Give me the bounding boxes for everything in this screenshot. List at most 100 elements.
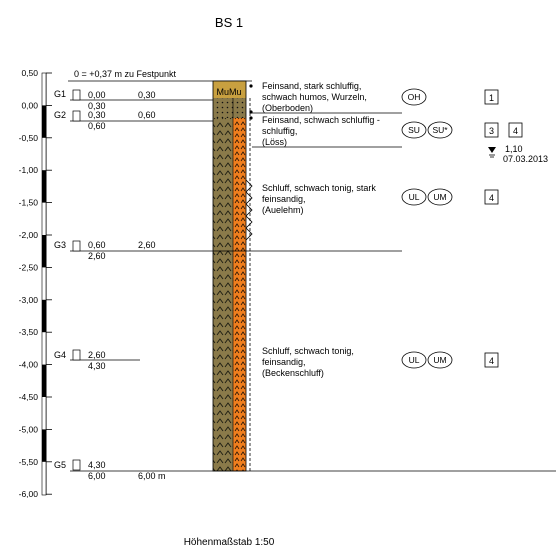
sample-bottom: 0,30 [88, 101, 106, 111]
oberboden-layer [213, 98, 246, 118]
description-line: (Löss) [262, 137, 287, 147]
axis-scale-segment [42, 364, 46, 397]
reference-note: 0 = +0,37 m zu Festpunkt [74, 69, 177, 79]
soil-class-label: 4 [489, 193, 494, 203]
description-line: (Beckenschluff) [262, 368, 324, 378]
soil-class-box [484, 122, 499, 138]
end-depth-label: 6,00 m [138, 471, 166, 481]
marker-dot-3 [249, 116, 253, 120]
soil-group-label: SU [408, 125, 420, 135]
sample-id: G3 [54, 240, 66, 250]
groundwater-depth: 1,10 [505, 144, 523, 154]
soil-group-label: SU* [432, 125, 448, 135]
soil-class-beckenschluff: 4 [484, 352, 499, 368]
sample-depth-right: 2,60 [138, 240, 156, 250]
soil-group-label: UM [433, 355, 446, 365]
axis-tick-label: -1,50 [19, 198, 39, 208]
soil-class-label: 3 [489, 126, 494, 136]
layer-description-loess: Feinsand, schwach schluffig - schluffig,… [262, 115, 380, 147]
soil-column: MuMu [212, 80, 253, 472]
sample-id: G2 [54, 110, 66, 120]
soil-class-auelehm: 4 [484, 189, 499, 205]
zigzag-marker [245, 179, 253, 241]
soil-class-box [484, 89, 499, 105]
sample-id: G5 [54, 460, 66, 470]
soil-group-oberboden: OH [401, 88, 427, 106]
description-line: feinsandig, [262, 357, 306, 367]
sample-top: 4,30 [88, 460, 106, 470]
layer-description-beckenschluff: Schluff, schwach tonig, feinsandig, (Bec… [262, 346, 354, 378]
axis-scale-bar [41, 72, 47, 496]
scale-footer: Höhenmaßstab 1:50 [184, 537, 275, 548]
sample-bottom: 2,60 [88, 251, 106, 261]
description-line: Feinsand, stark schluffig, [262, 81, 361, 91]
axis-tick-label: -3,50 [19, 327, 39, 337]
description-line: schluffig, [262, 126, 297, 136]
sample-box [72, 459, 81, 471]
sample-top: 2,60 [88, 350, 106, 360]
soil-group-label: OH [408, 92, 421, 102]
soil-class-oberboden: 1 [484, 89, 499, 105]
description-line: Schluff, schwach tonig, stark [262, 183, 376, 193]
sample-g5: G5 4,30 6,00 6,00 m [54, 459, 166, 481]
groundwater-triangle-icon [488, 147, 496, 153]
description-line: (Oberboden) [262, 103, 313, 113]
sample-top: 0,60 [88, 240, 106, 250]
layer-description-auelehm: Schluff, schwach tonig, stark feinsandig… [262, 183, 376, 215]
column-header-label: MuMu [216, 87, 241, 97]
axis-tick-label: -5,00 [19, 424, 39, 434]
axis-tick-label: -2,50 [19, 262, 39, 272]
groundwater-date: 07.03.2013 [503, 154, 548, 164]
description-line: schwach humos, Wurzeln, [262, 92, 367, 102]
marker-dot-2 [249, 110, 253, 114]
axis-scale-segment [42, 235, 46, 268]
soil-group-ellipse [401, 88, 427, 106]
sample-bottom: 0,60 [88, 121, 106, 131]
soil-group-beckenschluff: UL UM [401, 351, 453, 369]
soil-group-ellipse [401, 188, 427, 206]
axis-scale-segment [42, 299, 46, 333]
soil-class-label: 4 [489, 356, 494, 366]
diagram-title: BS 1 [215, 15, 243, 30]
layer-description-oberboden: Feinsand, stark schluffig, schwach humos… [262, 81, 367, 113]
orange-stripe [233, 118, 246, 471]
soil-group-label: UM [433, 192, 446, 202]
soil-group-label: UL [409, 355, 420, 365]
axis-tick-label: -4,50 [19, 392, 39, 402]
soil-class-box [508, 122, 523, 138]
sample-depth-right: 0,60 [138, 110, 156, 120]
soil-group-auelehm: UL UM [401, 188, 453, 206]
groundwater-marker: 1,10 07.03.2013 [488, 144, 548, 164]
sample-depth-right: 0,30 [138, 90, 156, 100]
axis-scale-segment [42, 429, 46, 462]
soil-group-ellipse [427, 188, 453, 206]
soil-class-loess: 3 4 [484, 122, 523, 138]
soil-class-label: 4 [513, 126, 518, 136]
sample-g3: G3 0,60 2,60 2,60 [54, 240, 156, 261]
description-line: Feinsand, schwach schluffig - [262, 115, 380, 125]
axis-scale-segment [42, 170, 46, 203]
soil-group-ellipse [401, 351, 427, 369]
axis-scale-segment [42, 105, 46, 138]
description-line: (Auelehm) [262, 205, 304, 215]
sample-box [72, 240, 81, 252]
axis-tick-label: -0,50 [19, 133, 39, 143]
soil-group-label: UL [409, 192, 420, 202]
depth-axis: 0,500,00-0,50-1,00-1,50-2,00-2,50-3,00-3… [19, 68, 52, 499]
description-line: feinsandig, [262, 194, 306, 204]
axis-tick-label: -4,00 [19, 360, 39, 370]
soil-class-box [484, 352, 499, 368]
soil-group-ellipse [427, 351, 453, 369]
olive-main-column [213, 148, 233, 471]
soil-class-label: 1 [489, 93, 494, 103]
marker-dot-1 [249, 84, 253, 88]
sample-box [72, 110, 81, 122]
axis-tick-label: -6,00 [19, 489, 39, 499]
sample-g4: G4 2,60 4,30 [54, 349, 106, 371]
soil-group-ellipse [401, 121, 427, 139]
sample-top: 0,00 [88, 90, 106, 100]
sample-id: G1 [54, 89, 66, 99]
sample-bottom: 4,30 [88, 361, 106, 371]
axis-tick-label: -1,00 [19, 165, 39, 175]
